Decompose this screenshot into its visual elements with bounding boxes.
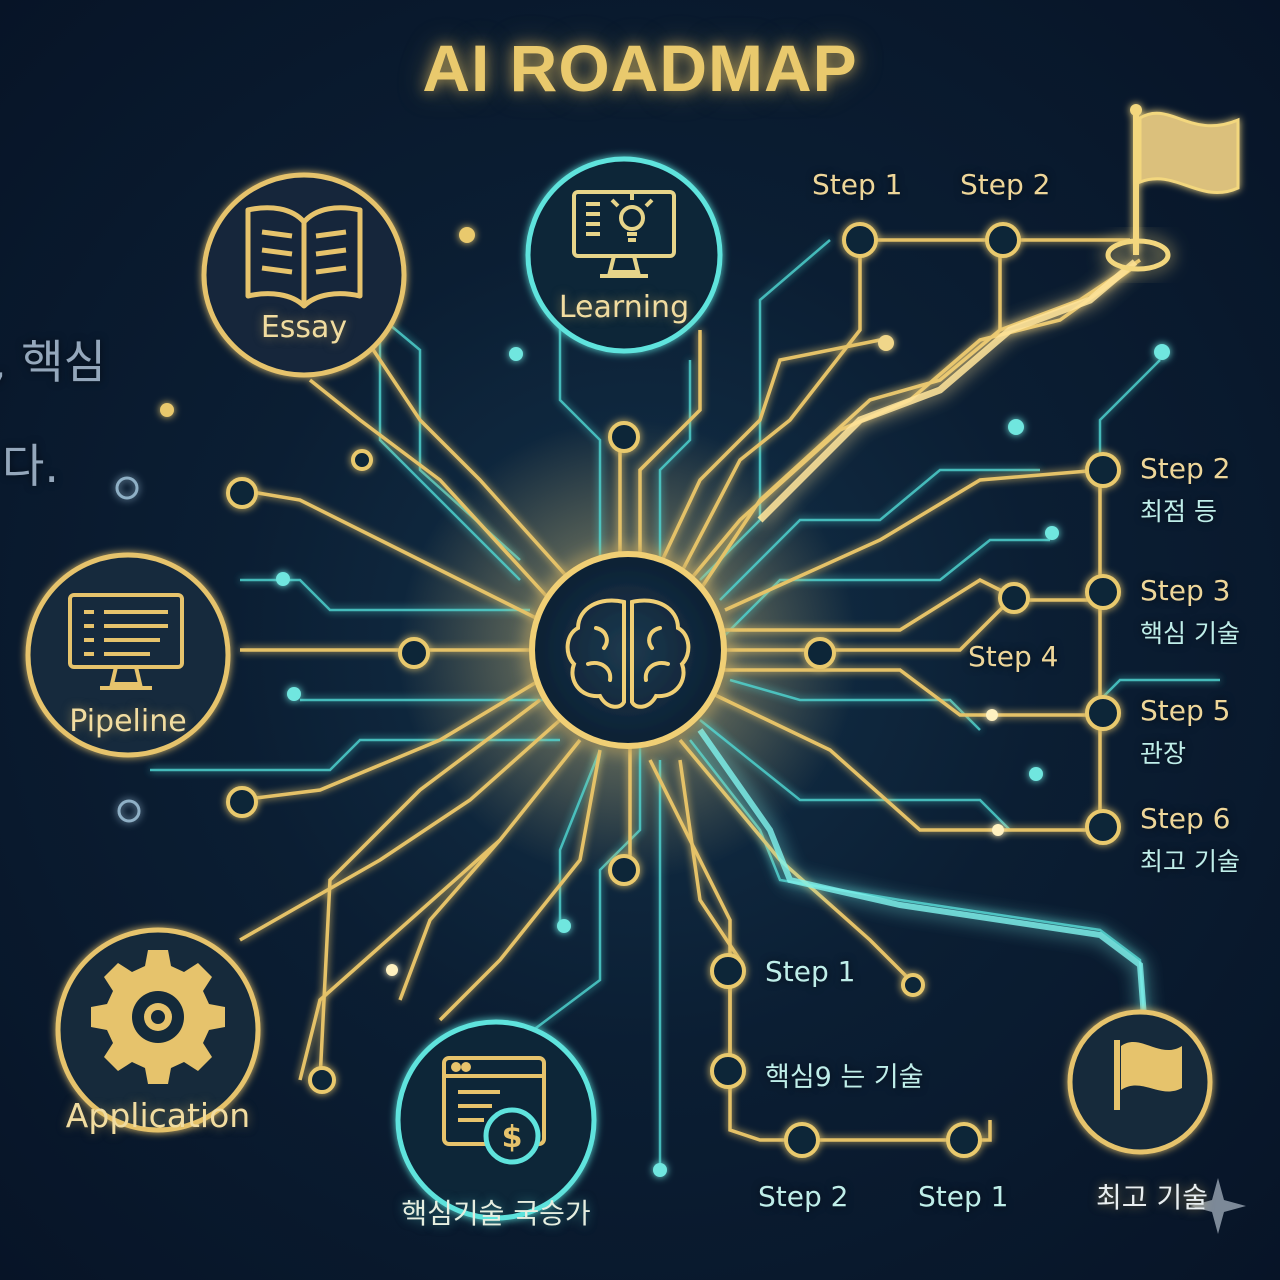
bottom-step-b: 핵심9 는 기술	[765, 1062, 924, 1093]
bottom-step-d: Step 1	[918, 1180, 1009, 1213]
brain-icon	[565, 598, 691, 709]
bottom-step-a: Step 1	[765, 955, 856, 988]
book-icon	[245, 205, 363, 309]
small-dots	[115, 227, 1170, 1177]
browser-dollar-icon: $	[442, 1056, 546, 1165]
left-fragment-line1: , 핵심	[0, 335, 106, 389]
cyan-path-highlight	[697, 728, 1148, 1031]
bottom-step-c: Step 2	[758, 1180, 849, 1213]
page-title: AI ROADMAP	[422, 31, 858, 105]
flag-icon	[1114, 1040, 1182, 1110]
application-label: Application	[65, 1096, 251, 1135]
top-step-2: Step 2	[960, 168, 1051, 201]
right-step-3: Step 3	[1140, 574, 1231, 607]
right-step-2: Step 2	[1140, 452, 1231, 485]
right-step-3-sub: 핵심 기술	[1140, 619, 1240, 648]
pipeline-label: Pipeline	[69, 704, 187, 739]
right-step-2-sub: 최점 등	[1140, 497, 1217, 526]
flag-icon	[1130, 104, 1240, 255]
left-fragment-line2: 다.	[2, 439, 59, 493]
right-step-6: Step 6	[1140, 802, 1231, 835]
gear-icon	[91, 950, 225, 1084]
monitor-lightbulb-icon	[572, 190, 676, 278]
goal-bottom-label: 최고 기술	[1096, 1181, 1208, 1214]
monitor-list-icon	[68, 593, 184, 690]
learning-label: Learning	[558, 290, 690, 325]
mid-step-4: Step 4	[968, 640, 1059, 673]
sparkle-icon	[1190, 1178, 1246, 1234]
right-step-5: Step 5	[1140, 694, 1231, 727]
center-hub[interactable]	[529, 551, 727, 749]
top-step-1: Step 1	[812, 168, 903, 201]
flag-path-highlight	[757, 259, 1138, 523]
svg-text:$: $	[502, 1120, 523, 1155]
essay-label: Essay	[260, 310, 348, 345]
right-step-6-sub: 최고 기술	[1140, 847, 1240, 876]
connector-nodes	[226, 222, 1121, 1158]
gold-circuit-lines	[239, 238, 1141, 1142]
right-step-5-sub: 관장	[1140, 739, 1187, 768]
billing-label: 핵심기술 국승가	[401, 1197, 591, 1230]
